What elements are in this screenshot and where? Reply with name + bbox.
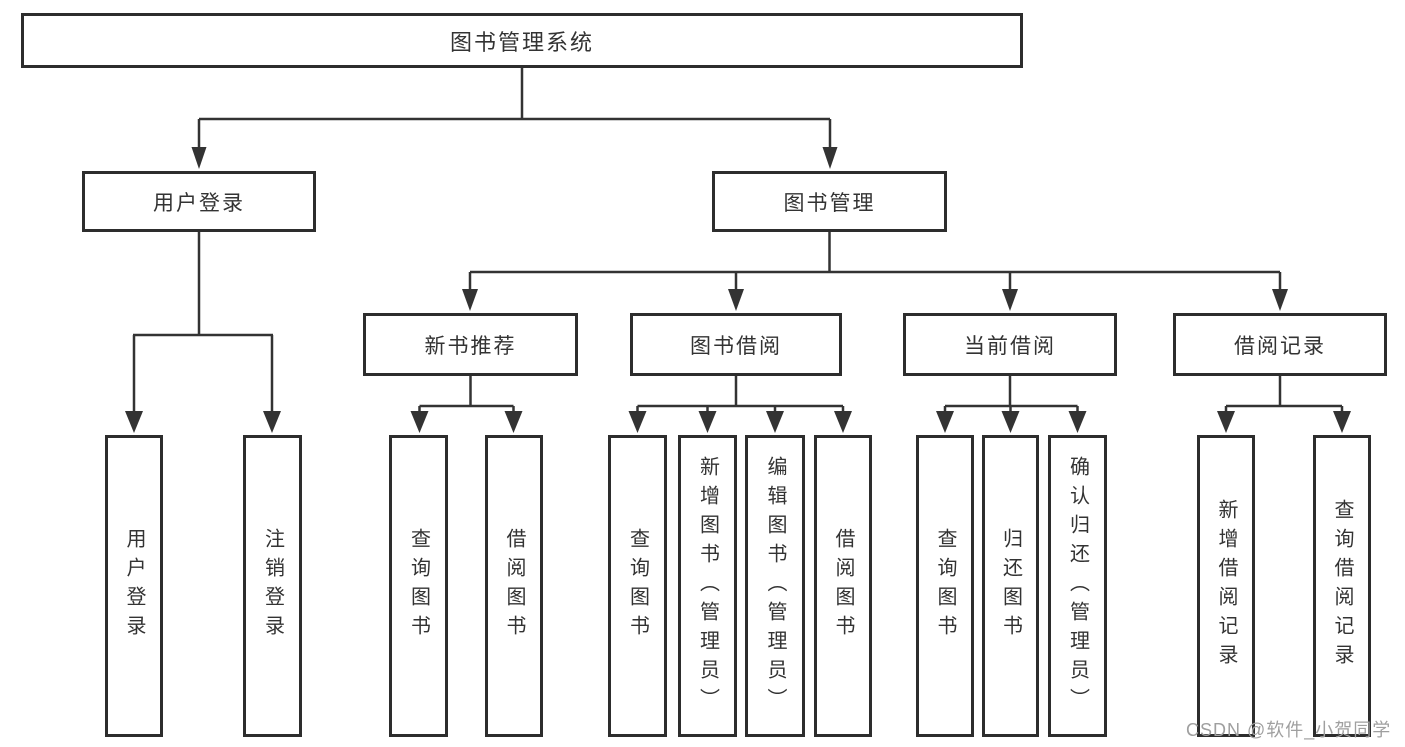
node-new-book-recommend-label: 新书推荐 (424, 334, 517, 358)
leaf-edit-book-admin-label: 编辑图书（管理员） (764, 455, 786, 717)
leaf-add-book-admin: 新增图书（管理员） (678, 435, 737, 737)
connector-root-to-level2 (197, 68, 832, 148)
node-book-borrow: 图书借阅 (630, 313, 842, 376)
node-new-book-recommend: 新书推荐 (363, 313, 578, 376)
node-root-label: 图书管理系统 (449, 29, 594, 55)
arrowhead (728, 289, 744, 311)
leaf-query-books-current: 查询图书 (916, 435, 974, 737)
arrowhead (822, 147, 838, 169)
connector-currentborrow-to-leaves (943, 376, 1079, 412)
leaf-query-books-recommend-label: 查询图书 (407, 528, 430, 644)
leaf-user-login: 用户登录 (105, 435, 163, 737)
leaf-query-books-borrow: 查询图书 (608, 435, 667, 737)
leaf-confirm-return-admin-label: 确认归还（管理员） (1066, 455, 1089, 717)
arrowhead (1068, 411, 1087, 433)
arrowhead (936, 411, 954, 433)
node-current-borrow: 当前借阅 (903, 313, 1117, 376)
connector-userlogin-to-leaves (132, 232, 274, 412)
connector-newrec-to-leaves (418, 376, 515, 412)
leaf-add-borrow-record-label: 新增借阅记录 (1215, 499, 1237, 673)
arrowhead (1002, 289, 1018, 311)
leaf-add-borrow-record: 新增借阅记录 (1197, 435, 1255, 737)
arrowhead (1333, 411, 1351, 433)
connector-bookmgmt-to-groups (468, 232, 1282, 290)
leaf-user-login-label: 用户登录 (123, 528, 145, 644)
arrowhead (125, 411, 143, 433)
node-book-borrow-label: 图书借阅 (690, 334, 782, 358)
node-root: 图书管理系统 (21, 13, 1023, 68)
leaf-query-books-current-label: 查询图书 (934, 528, 956, 644)
arrowhead (766, 411, 784, 433)
leaf-edit-book-admin: 编辑图书（管理员） (745, 435, 805, 737)
watermark: CSDN @软件_小贺同学 (1186, 720, 1392, 740)
arrowhead (462, 289, 478, 311)
arrowhead (628, 411, 647, 433)
leaf-borrow-books-label: 借阅图书 (832, 528, 854, 644)
arrowhead (504, 411, 523, 433)
node-current-borrow-label: 当前借阅 (964, 334, 1056, 358)
leaf-return-book: 归还图书 (982, 435, 1039, 737)
arrowhead (1217, 411, 1235, 433)
node-borrow-records: 借阅记录 (1173, 313, 1387, 376)
leaf-borrow-books-recommend-label: 借阅图书 (503, 528, 525, 644)
leaf-query-borrow-record-label: 查询借阅记录 (1331, 499, 1353, 673)
leaf-query-borrow-record: 查询借阅记录 (1313, 435, 1371, 737)
arrowhead (698, 411, 717, 433)
leaf-return-book-label: 归还图书 (999, 528, 1022, 644)
node-book-management-label: 图书管理 (783, 191, 876, 215)
leaf-logout: 注销登录 (243, 435, 302, 737)
arrowhead (834, 411, 852, 433)
leaf-logout-label: 注销登录 (261, 528, 284, 644)
arrowhead (1272, 289, 1288, 311)
arrowhead (191, 147, 207, 169)
leaf-borrow-books: 借阅图书 (814, 435, 872, 737)
connector-bookborrow-to-leaves (636, 376, 845, 412)
node-book-management: 图书管理 (712, 171, 947, 232)
node-user-login-label: 用户登录 (153, 191, 245, 215)
leaf-query-books-borrow-label: 查询图书 (626, 528, 649, 644)
connector-records-to-leaves (1224, 376, 1344, 412)
node-user-login: 用户登录 (82, 171, 316, 232)
leaf-borrow-books-recommend: 借阅图书 (485, 435, 543, 737)
arrowhead (410, 411, 429, 433)
arrowhead (1001, 411, 1020, 433)
leaf-add-book-admin-label: 新增图书（管理员） (696, 455, 719, 717)
arrowhead (263, 411, 281, 433)
leaf-confirm-return-admin: 确认归还（管理员） (1048, 435, 1107, 737)
node-borrow-records-label: 借阅记录 (1234, 334, 1326, 358)
leaf-query-books-recommend: 查询图书 (389, 435, 448, 737)
